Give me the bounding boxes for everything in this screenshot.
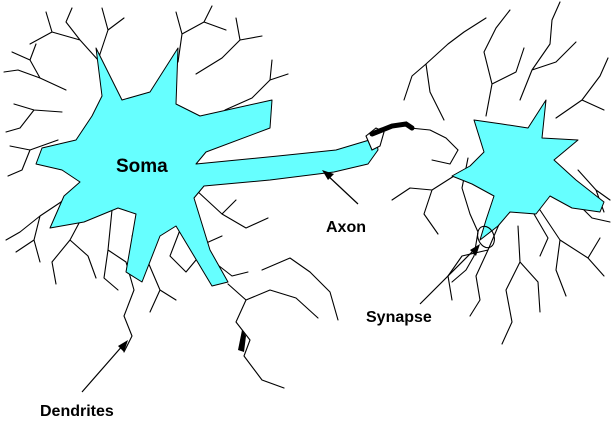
right-soma	[452, 100, 604, 240]
axon-pointer	[322, 170, 358, 204]
dendrites-pointer	[82, 340, 128, 392]
left-soma	[36, 48, 378, 286]
soma-label: Soma	[116, 156, 168, 177]
dendrites-label: Dendrites	[40, 403, 114, 420]
axon-terminal	[366, 124, 458, 150]
synapse-pointer	[420, 244, 480, 304]
synapse-label: Synapse	[366, 309, 432, 326]
axon-label: Axon	[326, 219, 366, 236]
